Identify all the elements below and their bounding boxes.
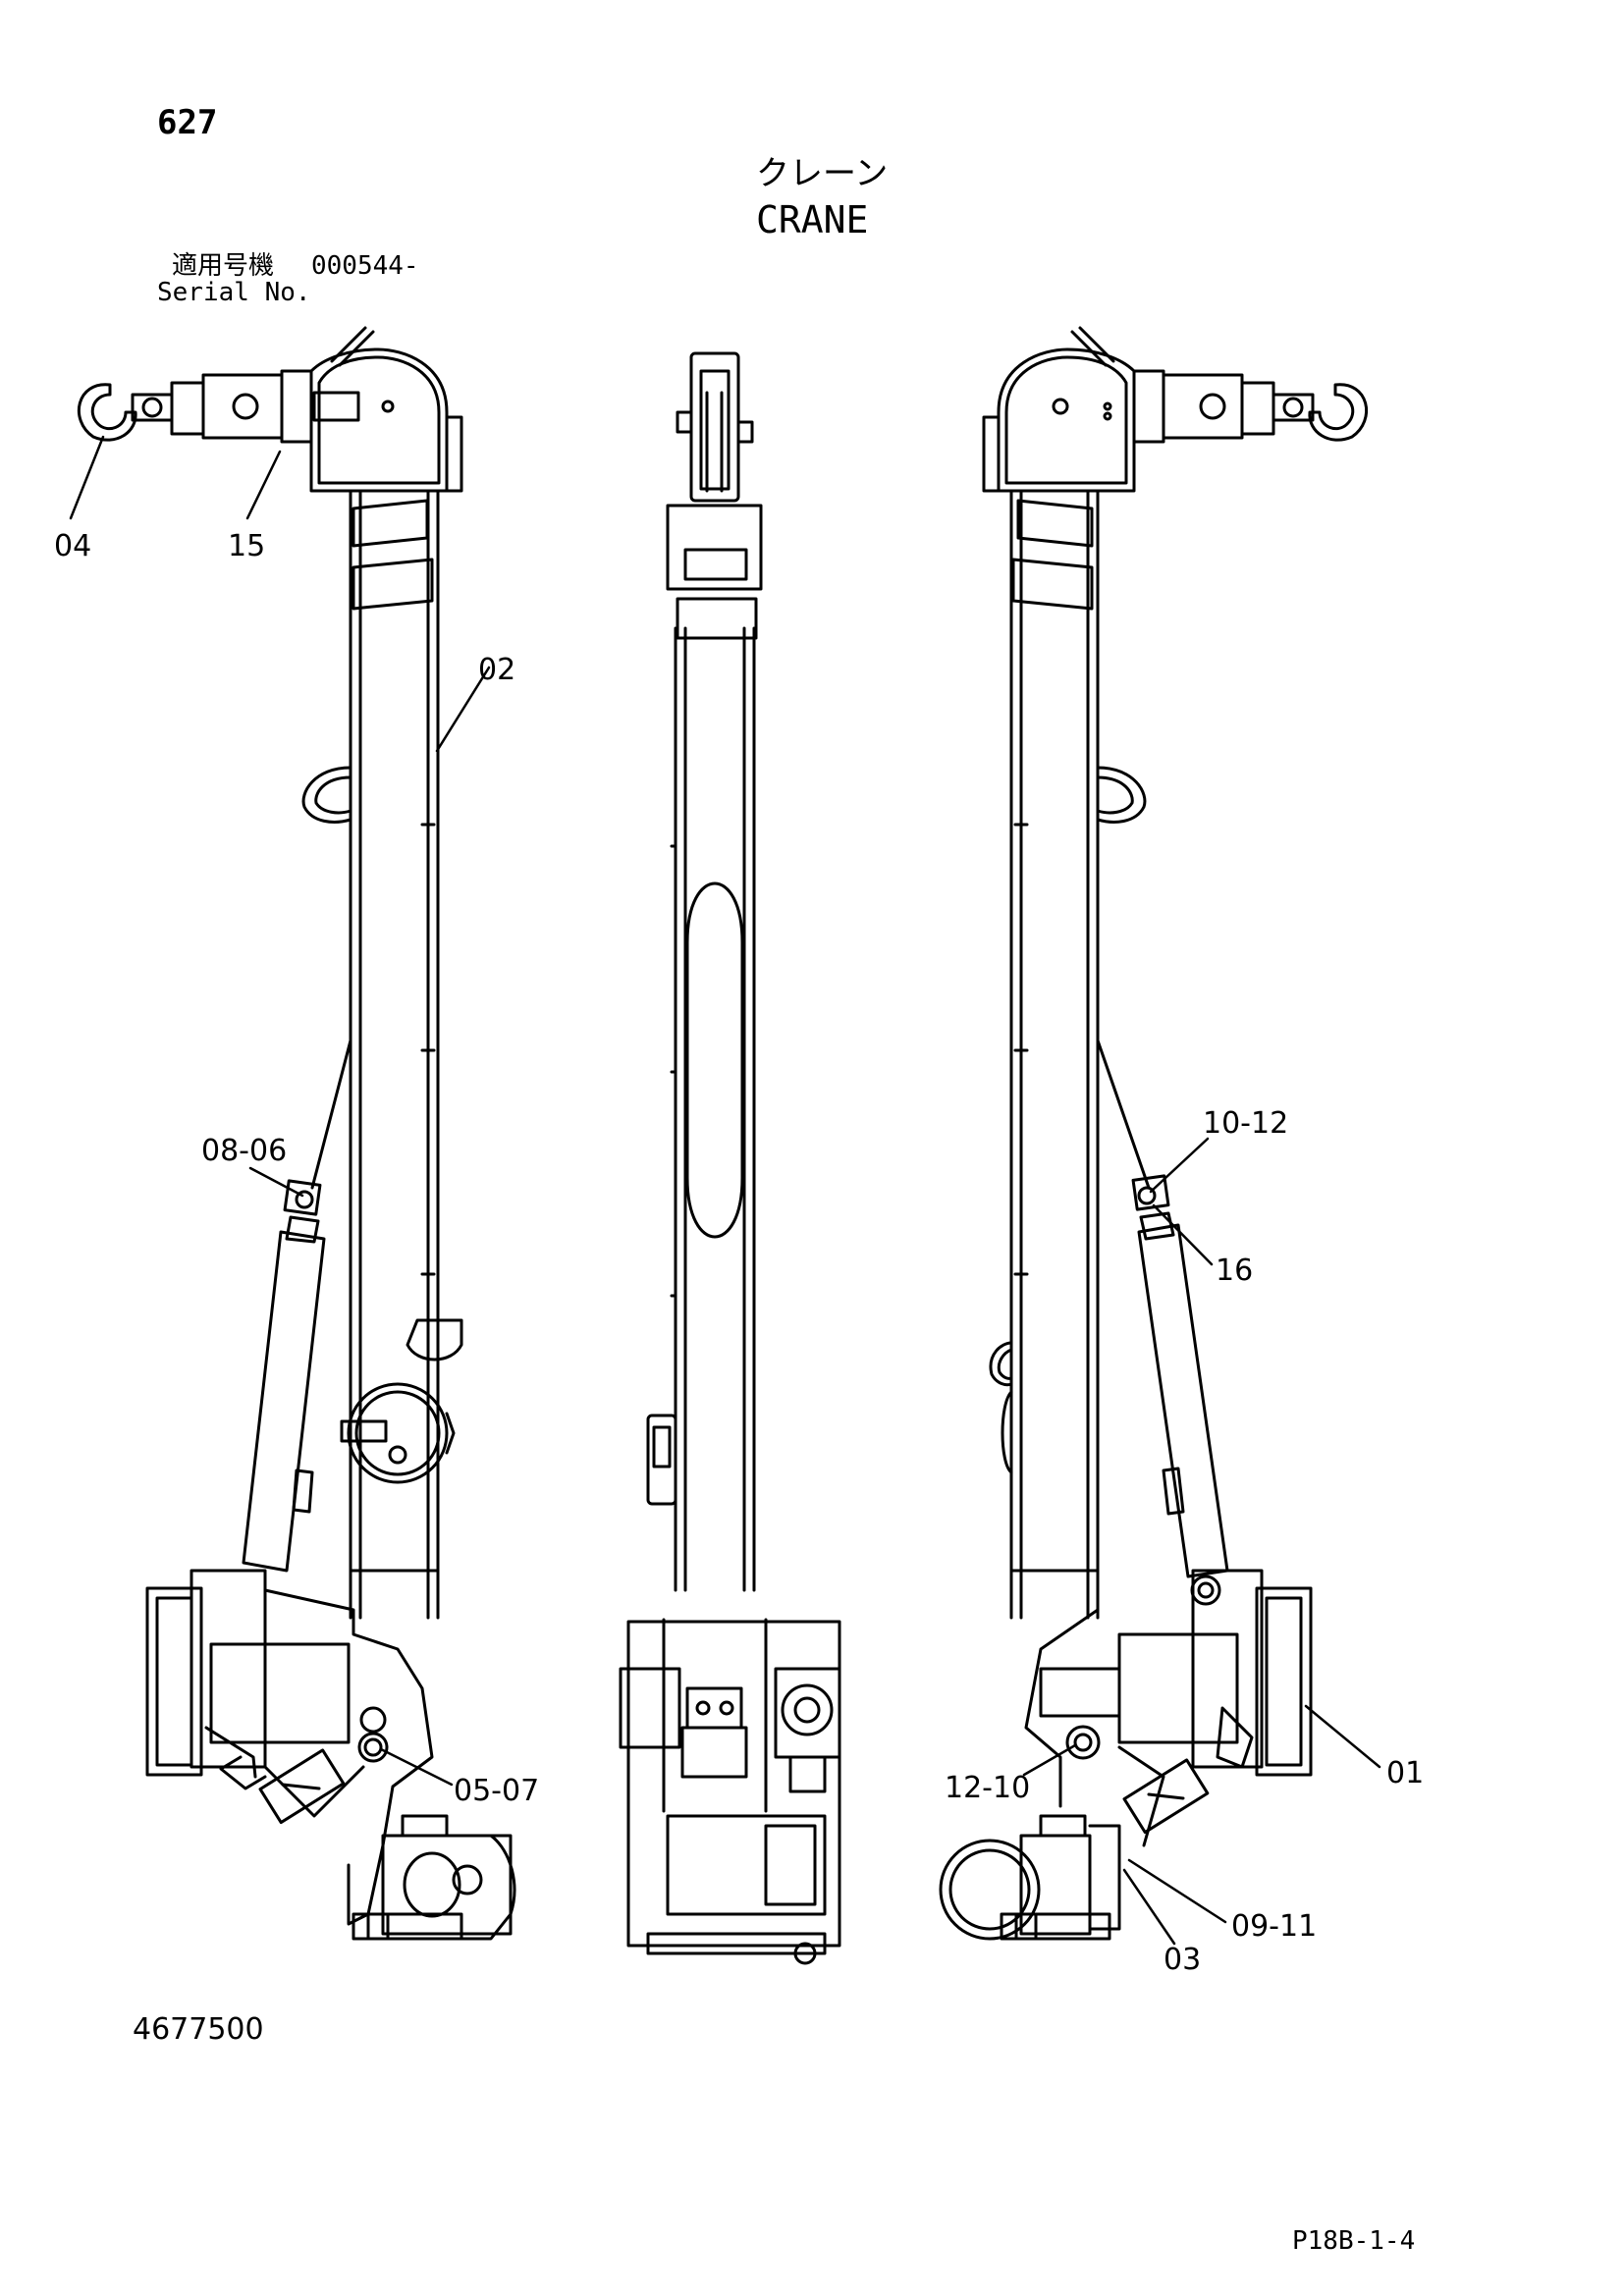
wear-pad-right-1: [1016, 499, 1094, 548]
boom-right: [1009, 489, 1100, 1620]
callout-05-07: 05-07: [454, 1774, 540, 1808]
wear-pad-left-2: [352, 558, 434, 611]
callout-15: 15: [228, 529, 266, 563]
base-left: [145, 1569, 516, 1941]
callout-09-11: 09-11: [1231, 1909, 1318, 1944]
swivel-block-left: [170, 381, 205, 436]
callout-03: 03: [1164, 1943, 1202, 1977]
base-front: [619, 1618, 841, 1965]
cylinder-right: [1131, 1174, 1229, 1606]
hook-left: [77, 383, 174, 442]
boom-left: [349, 489, 440, 1620]
d-ring-right: [989, 1341, 1013, 1387]
leader-lines: [69, 435, 1381, 1946]
wear-pad-right-2: [1011, 558, 1094, 611]
serial-value: 000544-: [311, 251, 419, 281]
crane-front-view: [619, 351, 841, 1965]
lifting-eye-right: [1096, 766, 1147, 824]
hook-right: [1272, 383, 1369, 442]
page-code: P18B-1-4: [1292, 2226, 1416, 2256]
boom-head-left: [309, 326, 463, 493]
callout-08-06: 08-06: [201, 1134, 288, 1168]
callout-12-10: 12-10: [945, 1771, 1031, 1805]
wear-pad-left-1: [352, 499, 429, 548]
serial-label-english: Serial No.: [157, 278, 311, 307]
callout-04: 04: [54, 529, 92, 563]
base-right: [939, 1569, 1313, 1941]
crane-right-view: [939, 326, 1369, 1941]
swivel-block-right: [1162, 373, 1244, 440]
strut-left: [310, 1039, 352, 1190]
boom-head-right: [982, 326, 1136, 493]
strut-right: [1096, 1039, 1151, 1190]
lifting-eye-left: [301, 766, 352, 824]
crane-left-view: [77, 326, 516, 1941]
boom-tip-front: [689, 351, 740, 503]
slot-front: [685, 881, 744, 1239]
callout-16: 16: [1216, 1254, 1254, 1288]
cylinder-left: [242, 1179, 326, 1573]
serial-label-japanese: 適用号機: [172, 251, 275, 281]
title-english: CRANE: [756, 198, 869, 241]
callout-01: 01: [1386, 1756, 1425, 1790]
callout-02: 02: [478, 653, 516, 687]
figure-number: 4677500: [133, 2012, 264, 2047]
page-number: 627: [157, 103, 218, 142]
winch-left: [340, 1318, 463, 1484]
side-box-front: [646, 1414, 677, 1506]
title-japanese: クレーン: [756, 154, 889, 193]
callout-10-12: 10-12: [1203, 1106, 1289, 1141]
drive-housing-left: [381, 1834, 513, 1936]
